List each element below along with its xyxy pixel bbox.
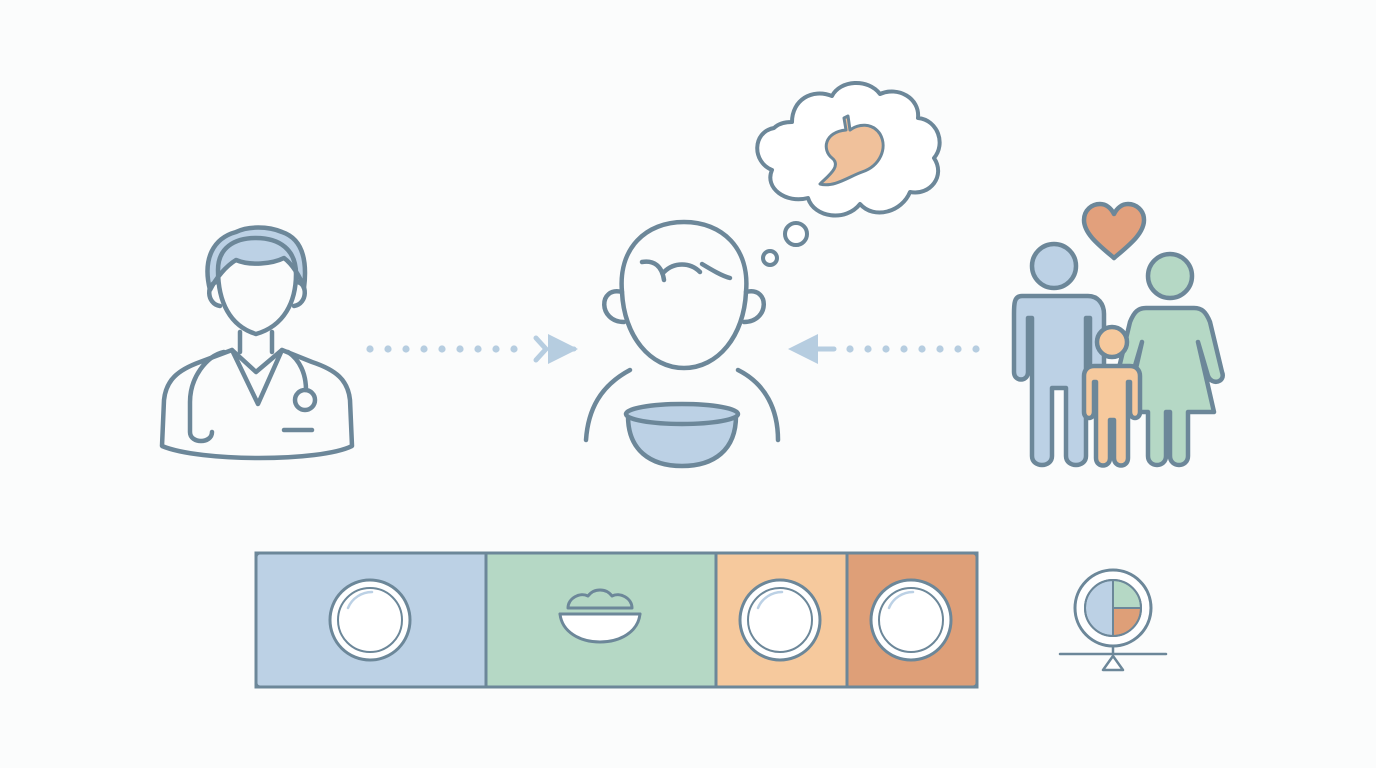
thought-dot-small: [761, 249, 779, 267]
doctor-icon: [159, 225, 355, 461]
doctor-ear-right: [291, 279, 307, 309]
scale-base: [1101, 654, 1125, 672]
plate-inner-ring: [1084, 579, 1142, 637]
stethoscope-bell-icon: [292, 387, 318, 413]
empty-plate-icon: [869, 578, 953, 662]
father-head: [1029, 241, 1079, 291]
food-bowl-icon: [558, 588, 642, 644]
family-icon: [1011, 201, 1225, 468]
meal-bar-border: [254, 551, 979, 689]
thought-dot-large: [783, 221, 809, 247]
bowl-icon: [625, 413, 739, 469]
child-ear-right: [741, 289, 766, 325]
stethoscope-tube-right: [285, 349, 309, 393]
stomach-thought-bubble-icon: [755, 80, 942, 267]
empty-plate-icon: [328, 578, 412, 662]
doctor-body: [159, 347, 355, 461]
balanced-plate-scale-icon: [1058, 568, 1168, 672]
bowl-rim: [623, 401, 741, 427]
stethoscope-tube: [187, 349, 227, 444]
child-shoulder-left: [583, 367, 633, 443]
child-with-bowl-icon: [583, 219, 781, 469]
family-child-body: [1081, 363, 1143, 468]
doctor-collar: [229, 347, 285, 407]
dotted-arrow-right-icon: [366, 334, 578, 364]
dotted-arrow-left-icon: [788, 334, 980, 364]
child-shoulder-right: [735, 367, 781, 443]
empty-plate-icon: [738, 578, 822, 662]
child-ear-left: [602, 289, 627, 325]
heart-icon: [1081, 201, 1147, 261]
doctor-face: [215, 235, 299, 337]
doctor-neck: [237, 329, 275, 355]
stomach-icon: [818, 114, 885, 187]
family-child-head: [1094, 324, 1130, 360]
child-hair: [639, 259, 733, 283]
meal-segment-bar: [254, 551, 979, 689]
child-head: [619, 219, 749, 371]
doctor-ear-left: [207, 279, 223, 309]
mother-head: [1145, 251, 1195, 301]
